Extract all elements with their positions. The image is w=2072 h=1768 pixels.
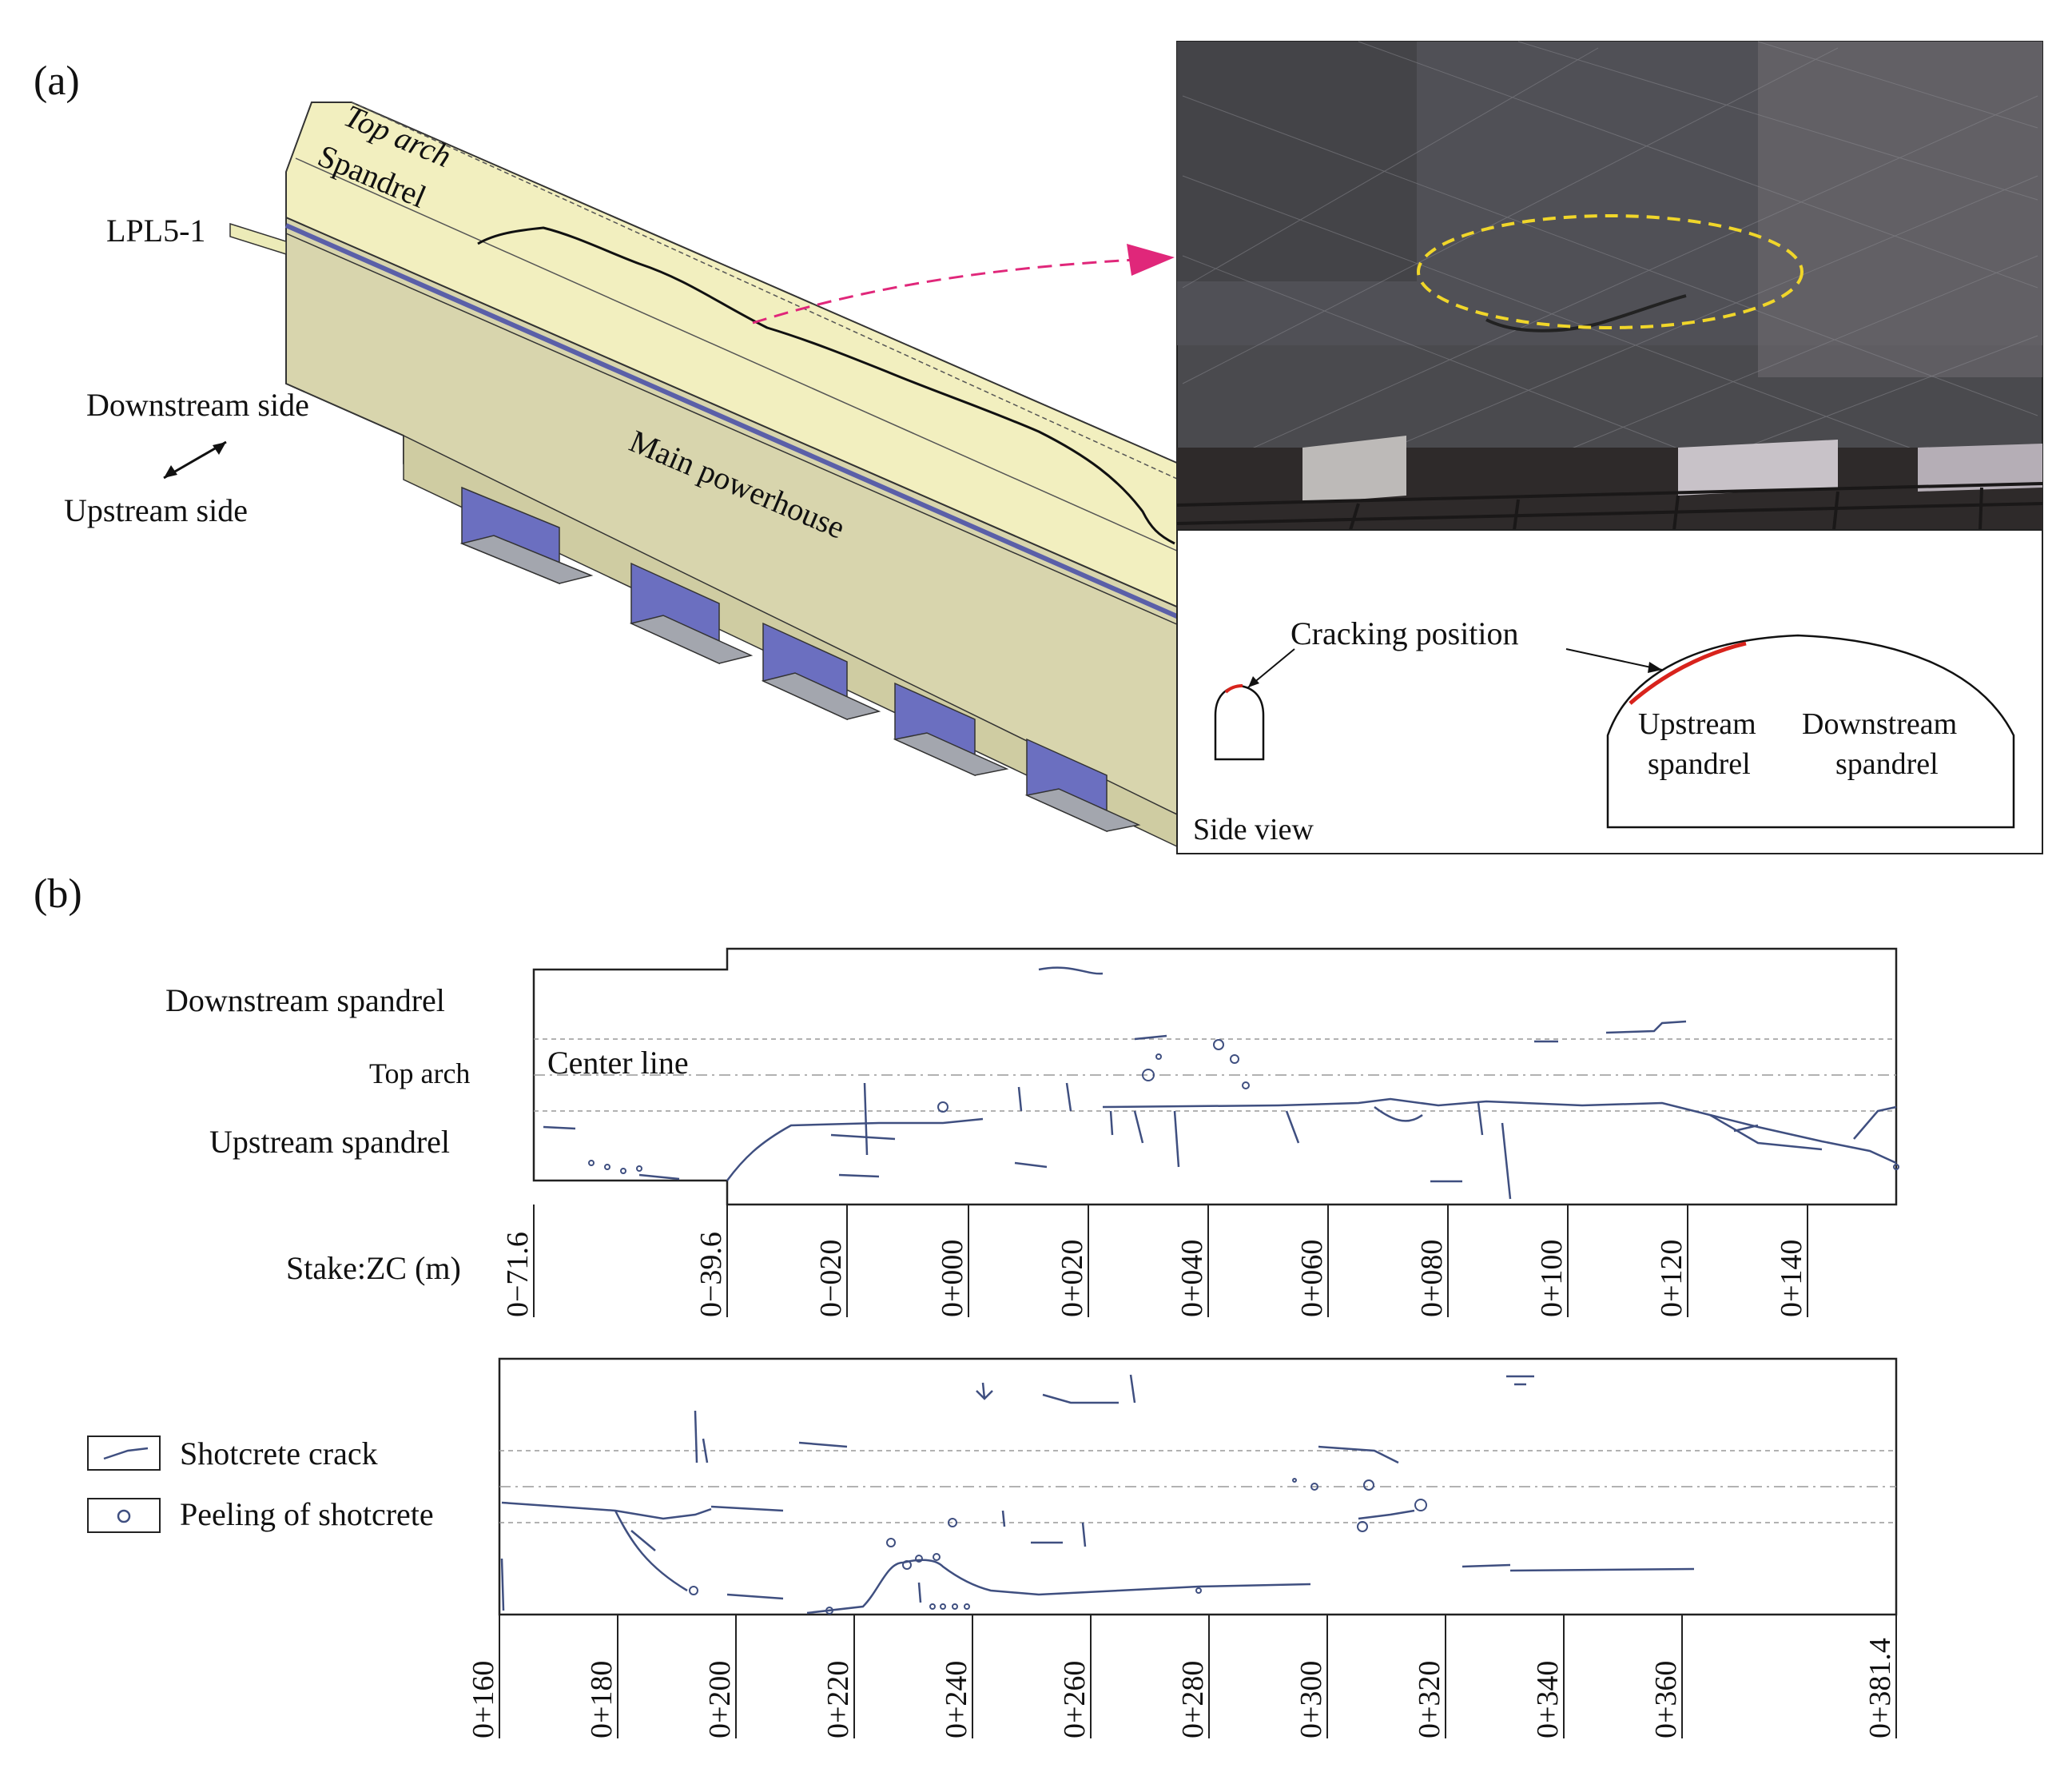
stake-lower-label: 0+180 (585, 1661, 618, 1738)
downstream-side-label: Downstream side (86, 387, 309, 423)
upper-cracks (543, 966, 1897, 1200)
top-arch-row-label: Top arch (369, 1057, 470, 1089)
stake-upper-label: 0+120 (1655, 1240, 1688, 1317)
legend-peeling-label: Peeling of shotcrete (180, 1496, 434, 1532)
crack-highlight-ellipse (1417, 214, 1804, 329)
stake-lower-label: 0+280 (1176, 1661, 1210, 1738)
stake-upper-label: 0+100 (1535, 1240, 1569, 1317)
crack-map-lower (498, 1357, 1898, 1616)
upstream-spandrel-label-1: Upstream (1638, 707, 1756, 741)
panel-a-label: (a) (34, 58, 80, 104)
stake-upper-label: 0+000 (936, 1240, 969, 1317)
stake-upper-label: 0+080 (1415, 1240, 1449, 1317)
stake-lower-label: 0+320 (1413, 1661, 1446, 1738)
stake-axis-lower: 0+160 0+180 0+200 0+220 0+240 0+260 0+280 0+300… (467, 1615, 1897, 1738)
stake-lower-label: 0+220 (821, 1661, 855, 1738)
stake-lower-label: 0+360 (1649, 1661, 1683, 1738)
stake-lower-label: 0+240 (940, 1661, 973, 1738)
stake-axis-label: Stake:ZC (m) (286, 1250, 461, 1286)
stake-lower-label: 0+260 (1058, 1661, 1092, 1738)
cracking-position-label: Cracking position (1291, 615, 1519, 651)
large-cross-section (1606, 634, 2015, 829)
tunnel-lpl5-1 (229, 222, 287, 256)
photo-pointer-arrowhead (1127, 244, 1175, 276)
legend: Shotcrete crack Peeling of shotcrete (87, 1436, 434, 1533)
upstream-side-label: Upstream side (64, 492, 248, 528)
downstream-spandrel-label-1: Downstream (1802, 707, 1957, 741)
side-view-label: Side view (1193, 813, 1314, 846)
downstream-spandrel-row-label: Downstream spandrel (165, 982, 445, 1018)
center-line-label: Center line (547, 1045, 689, 1081)
stake-lower-label: 0+160 (467, 1661, 500, 1738)
stake-lower-label: 0+300 (1295, 1661, 1328, 1738)
crane-beam-line (284, 223, 1180, 619)
stake-lower-label: 0+200 (703, 1661, 737, 1738)
spandrel-crack (477, 226, 1175, 545)
stake-upper-label: 0+140 (1775, 1240, 1808, 1317)
small-cross-section (1214, 684, 1265, 761)
stake-upper-label: 0−39.6 (694, 1232, 728, 1317)
stake-upper-label: 0+060 (1295, 1240, 1329, 1317)
tunnel-label: LPL5-1 (106, 213, 205, 249)
legend-crack-label: Shotcrete crack (180, 1436, 378, 1471)
upper-peeling (588, 1039, 1899, 1174)
panel-b-label: (b) (34, 871, 82, 917)
stake-upper-label: 0−71.6 (501, 1232, 535, 1317)
powerhouse-3d-model: Top arch Spandrel LPL5-1 Downstream side… (64, 98, 1180, 849)
unit-niches (459, 486, 1141, 833)
site-photo (1176, 41, 2043, 531)
stake-lower-label: 0+340 (1531, 1661, 1565, 1738)
photo-pointer-arrow (752, 258, 1135, 325)
stake-upper-label: 0+040 (1175, 1240, 1209, 1317)
stake-lower-label: 0+381.4 (1863, 1638, 1897, 1738)
stake-upper-label: 0−020 (814, 1240, 848, 1317)
upstream-spandrel-label-2: spandrel (1648, 747, 1751, 781)
peel-circle-icon (87, 1498, 161, 1533)
upstream-spandrel-row-label: Upstream spandrel (209, 1124, 450, 1160)
lower-peeling (689, 1478, 1427, 1615)
downstream-spandrel-label-2: spandrel (1835, 747, 1939, 781)
cracking-arc (1629, 641, 1747, 705)
lower-cracks (500, 1374, 1695, 1615)
crack-map-upper: Center line (532, 947, 1899, 1206)
stake-upper-label: 0+020 (1056, 1240, 1089, 1317)
inset-side-view: Cracking position Upstream spandrel Down… (1176, 529, 2043, 854)
stake-axis-upper: 0−71.6 0−39.6 0−020 0+000 0+020 0+040 0+060 0+0… (501, 1205, 1808, 1317)
crack-line-icon (87, 1436, 161, 1471)
